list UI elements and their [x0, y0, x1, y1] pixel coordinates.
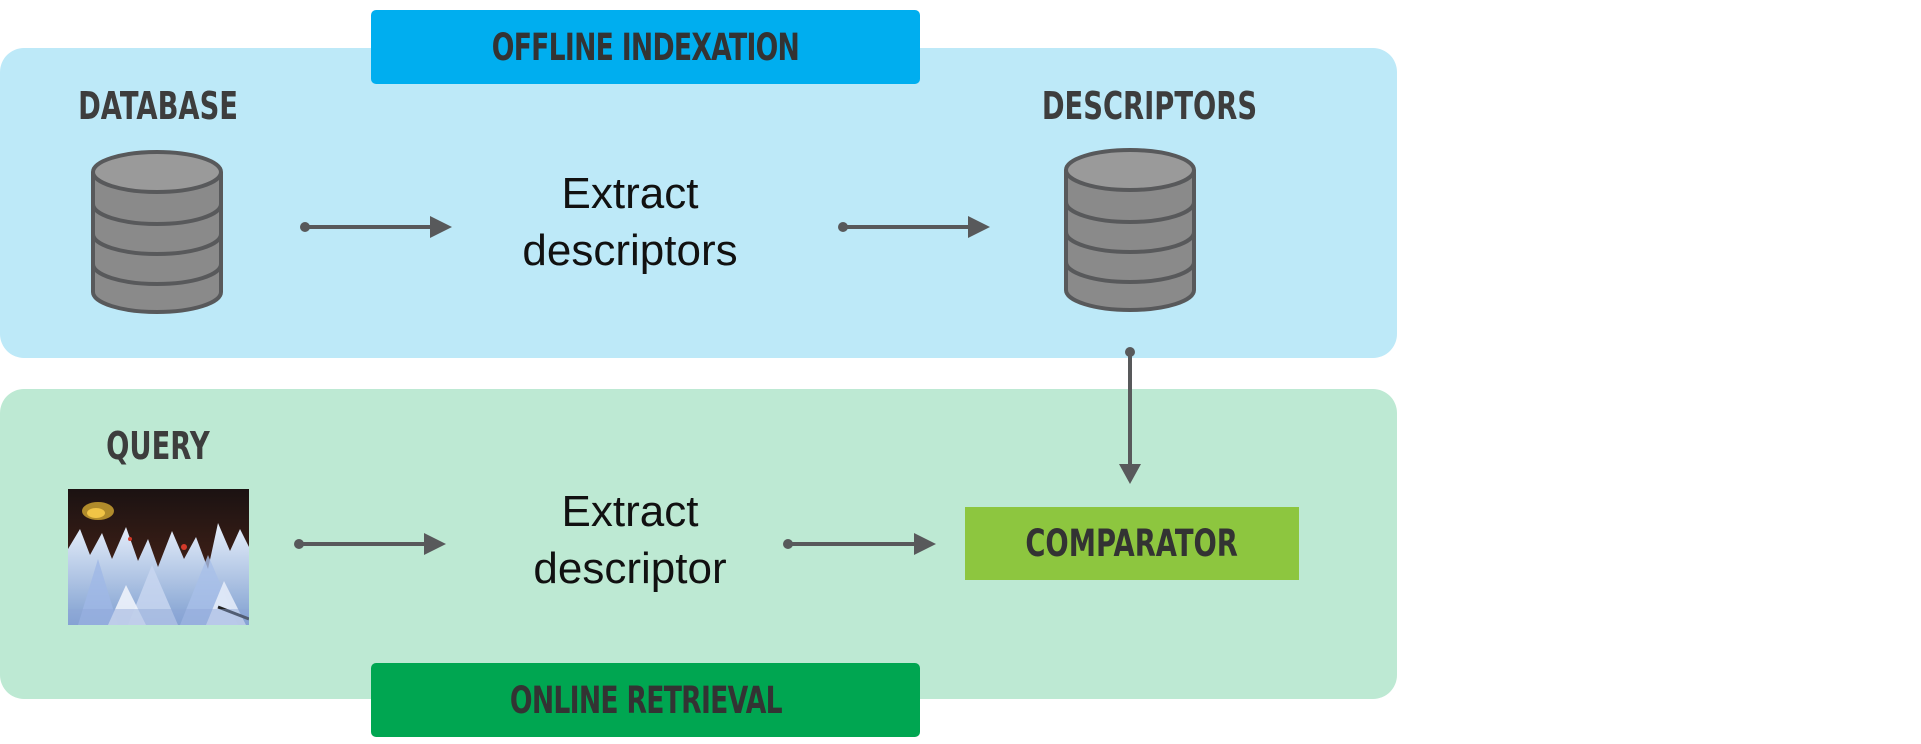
arrow-database-to-extract — [300, 216, 452, 238]
comparator-box: COMPARATOR — [965, 507, 1299, 580]
online-banner-label: ONLINE RETRIEVAL — [509, 678, 782, 722]
descriptors-database-icon — [1064, 148, 1196, 312]
descriptors-heading-text: DESCRIPTORS — [1041, 84, 1258, 128]
database-heading-text: DATABASE — [78, 84, 238, 128]
comparator-label: COMPARATOR — [1025, 522, 1239, 565]
online-retrieval-banner: ONLINE RETRIEVAL — [371, 663, 920, 737]
database-icon — [91, 150, 223, 314]
arrow-descriptors-to-comparator — [1119, 347, 1141, 484]
descriptors-heading: DESCRIPTORS — [1000, 84, 1260, 128]
extract-descriptors-line1: Extract — [561, 169, 699, 218]
arrow-extract-to-descriptors — [838, 216, 990, 238]
offline-indexation-banner: OFFLINE INDEXATION — [371, 10, 920, 84]
arrow-extract-to-comparator — [783, 533, 936, 555]
offline-banner-label: OFFLINE INDEXATION — [491, 25, 800, 69]
extract-descriptors-step: Extract descriptors — [470, 165, 790, 279]
arrow-query-to-extract — [294, 533, 446, 555]
extract-descriptor-line2: descriptor — [533, 544, 727, 593]
extract-descriptors-line2: descriptors — [522, 226, 738, 275]
query-image-thumbnail — [68, 489, 249, 625]
query-heading-text: QUERY — [106, 424, 210, 468]
database-heading: DATABASE — [28, 84, 288, 128]
extract-descriptor-step: Extract descriptor — [470, 483, 790, 597]
query-heading: QUERY — [28, 424, 288, 468]
extract-descriptor-line1: Extract — [561, 487, 699, 536]
